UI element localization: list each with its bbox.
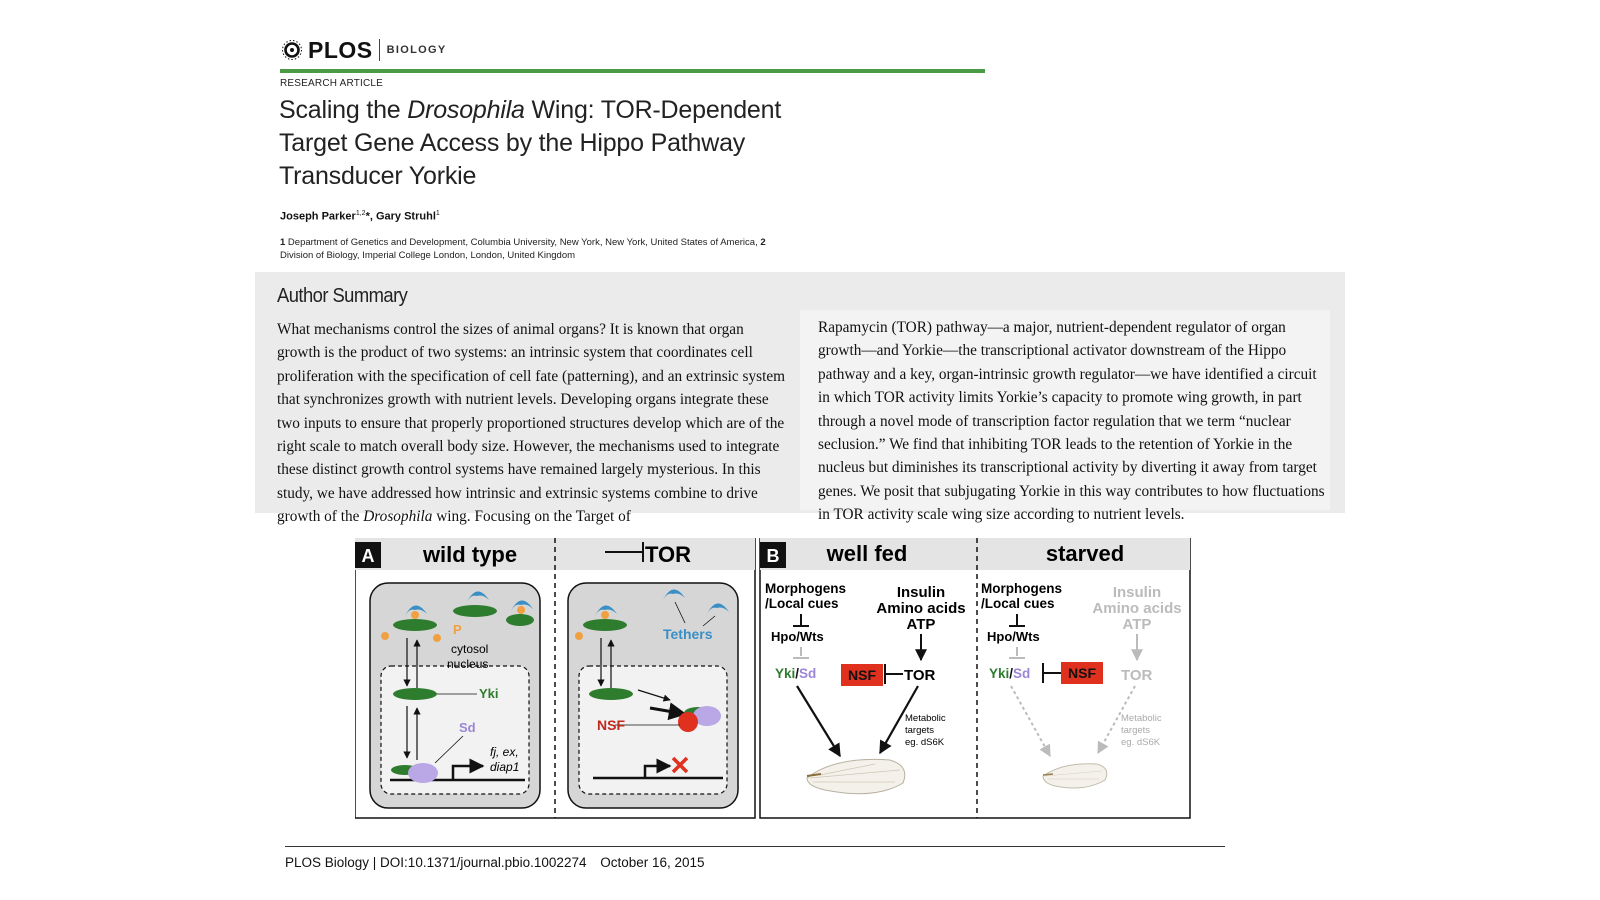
yki-sd-label-starved: Yki/Sd — [989, 666, 1030, 681]
yki-sd-label: Yki/Sd — [775, 666, 816, 681]
arrow-to-nsf — [637, 689, 671, 702]
panel-b-title-starved: starved — [1046, 541, 1124, 566]
metabolic-label-starved: Metabolic — [1121, 713, 1162, 724]
panel-b-title-wellfed: well fed — [826, 541, 908, 566]
nsf-label-a: NSF — [597, 717, 625, 733]
summary-right-column: Rapamycin (TOR) pathway—a major, nutrien… — [818, 319, 1325, 524]
nsf-label-starved: NSF — [1068, 665, 1096, 681]
targets-label: targets — [905, 725, 934, 736]
sd-leader — [434, 735, 464, 764]
figure-diagram: A wild type TOR P cytosol nucleus Yki Sd… — [355, 538, 1191, 819]
sd-label: Sd — [459, 720, 476, 735]
author-separator: , — [369, 210, 376, 223]
ds6k-label: eg. dS6K — [905, 737, 945, 748]
wing-small-icon — [1042, 763, 1108, 789]
nucleus-label: nucleus — [447, 657, 488, 671]
author-2-affil: 1 — [435, 210, 440, 217]
metabolic-label: Metabolic — [905, 713, 946, 724]
affil-text-1: Department of Genetics and Development, … — [285, 237, 761, 248]
affil-num-1: 1 — [280, 237, 286, 248]
author-summary-heading: Author Summary — [277, 285, 408, 307]
panel-b-letter: B — [767, 546, 780, 566]
tethers-label: Tethers — [663, 626, 713, 642]
tor-label-wellfed: TOR — [904, 667, 936, 684]
panel-a-title-tor: TOR — [645, 542, 691, 567]
summary-left-text: What mechanisms control the sizes of ani… — [277, 321, 786, 526]
hpo-wts-label-starved: Hpo/Wts — [987, 629, 1040, 644]
logo-text: PLOS — [308, 36, 373, 63]
wing-large-icon — [806, 758, 906, 795]
arrow-sequester — [649, 702, 687, 721]
footer-citation: PLOS Biology | DOI:10.1371/journal.pbio.… — [285, 855, 587, 870]
nsf-box-starved — [1061, 662, 1103, 684]
amino-acids-label: Amino acids — [876, 600, 965, 617]
journal-name: BIOLOGY — [386, 44, 447, 56]
panel-b-letter-box — [760, 542, 786, 568]
panel-a-title-wildtype: wild type — [422, 542, 517, 567]
title-part-2: Wing: TOR-Dependent Target Gene Access b… — [279, 96, 782, 190]
yki-label: Yki — [479, 686, 499, 701]
insulin-label-starved: Insulin — [1113, 584, 1161, 601]
author-list: Joseph Parker1,2*, Gary Struhl1 — [280, 210, 440, 223]
tethers-group — [575, 589, 729, 640]
yki-tethered-group — [381, 591, 534, 642]
article-title: Scaling the Drosophila Wing: TOR-Depende… — [279, 94, 799, 193]
local-cues-label-starved: /Local cues — [981, 596, 1055, 611]
sd-on-dna — [408, 763, 438, 783]
author-summary-right-panel — [800, 310, 1330, 510]
summary-left-column: What mechanisms control the sizes of ani… — [277, 318, 787, 529]
author-1-affil: 1,2 — [355, 210, 366, 217]
sd-nsf-complex — [693, 706, 721, 726]
panel-a-letter: A — [362, 546, 375, 566]
morphogens-label: Morphogens — [765, 581, 846, 596]
footer-date: October 16, 2015 — [600, 855, 705, 870]
nsf-blob — [678, 712, 698, 732]
affil-num-2: 2 — [760, 237, 766, 248]
panel-a-letter-box — [355, 542, 381, 568]
ds6k-label-starved: eg. dS6K — [1121, 737, 1161, 748]
transcription-arrow — [451, 758, 485, 780]
blocked-transcription-arrow — [643, 758, 672, 778]
local-cues-label: /Local cues — [765, 596, 839, 611]
logo-divider — [378, 39, 380, 61]
footer-rule — [285, 846, 1225, 847]
yki-nuclear — [393, 688, 437, 700]
affiliations: 1 Department of Genetics and Development… — [280, 236, 770, 262]
targets-label-starved: targets — [1121, 725, 1150, 736]
author-2: Gary Struhl — [375, 210, 436, 223]
author-1: Joseph Parker — [280, 210, 356, 223]
arrow-tor-to-wing-starved — [1097, 685, 1136, 755]
arrow-yki-to-wing — [796, 685, 841, 758]
cytosol-label: cytosol — [451, 642, 488, 656]
panel-a-header — [355, 538, 755, 570]
target-genes-line-1: fj, ex, — [490, 745, 519, 759]
tor-label-starved: TOR — [1121, 667, 1153, 684]
atp-label-starved: ATP — [1123, 616, 1152, 633]
summary-left-text-end: wing. Focusing on the Target of — [432, 508, 631, 526]
insulin-label: Insulin — [897, 584, 945, 601]
amino-acids-label-starved: Amino acids — [1092, 600, 1181, 617]
summary-left-italic: Drosophila — [363, 508, 433, 526]
arrow-yki-to-wing-starved — [1010, 685, 1051, 758]
title-italic: Drosophila — [407, 96, 525, 124]
yki-nuclear-tor — [589, 688, 633, 700]
blocked-cross-icon — [671, 756, 689, 774]
article-type: RESEARCH ARTICLE — [280, 78, 384, 89]
title-part-1: Scaling the — [279, 96, 408, 124]
panel-b-header — [760, 538, 1190, 570]
plos-logo-icon — [282, 40, 302, 60]
morphogens-label-starved: Morphogens — [981, 581, 1062, 596]
plos-logo: PLOS BIOLOGY — [280, 36, 446, 64]
corresponding-mark: * — [365, 210, 370, 223]
header-rule — [280, 69, 985, 73]
affil-text-2: Division of Biology, Imperial College Lo… — [280, 250, 576, 261]
phospho-label: P — [453, 622, 462, 637]
nsf-box-wellfed — [841, 664, 883, 686]
nsf-label-wellfed: NSF — [848, 667, 876, 683]
target-genes-line-2: diap1 — [490, 760, 519, 774]
page-footer: PLOS Biology | DOI:10.1371/journal.pbio.… — [285, 855, 715, 870]
hpo-wts-label: Hpo/Wts — [771, 629, 824, 644]
arrow-tor-to-wing — [879, 685, 919, 755]
atp-label: ATP — [907, 616, 936, 633]
